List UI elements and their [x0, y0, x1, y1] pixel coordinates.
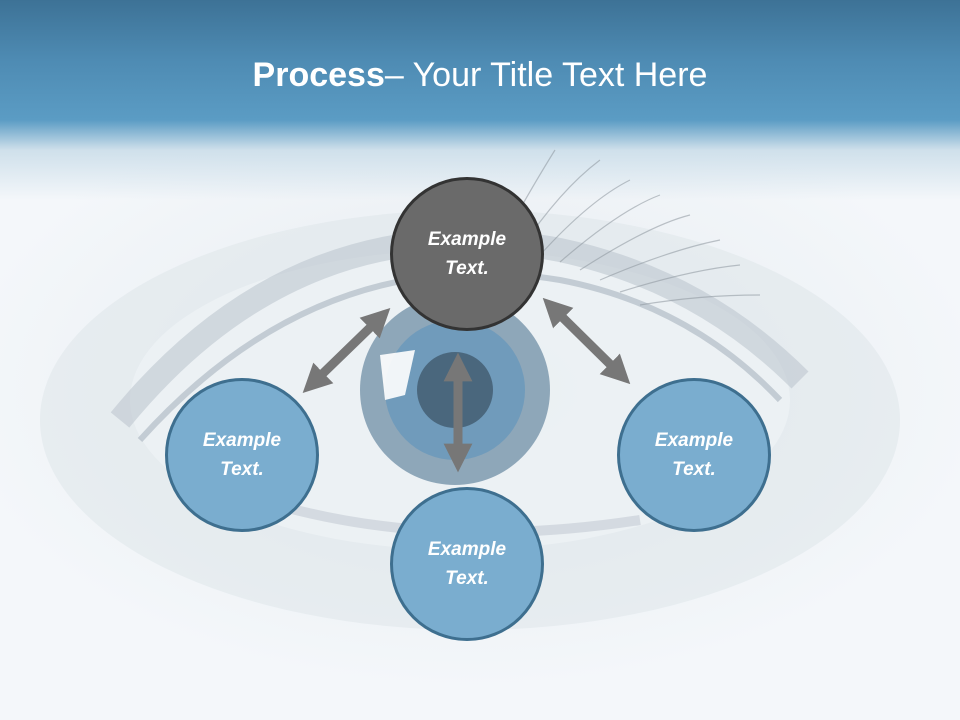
node-text-line2: Text.: [445, 258, 489, 279]
node-text-line2: Text.: [672, 459, 716, 480]
process-node-left: Example Text.: [165, 378, 319, 532]
node-text-line1: Example: [654, 430, 734, 451]
node-text-line2: Text.: [445, 568, 489, 589]
node-text-line1: Example: [427, 539, 507, 560]
left-double-arrow: [302, 307, 391, 394]
process-node-bottom: Example Text.: [390, 487, 544, 641]
right-double-arrow: [542, 297, 631, 385]
title-bold-part: Process: [252, 55, 385, 94]
node-text-line1: Example: [202, 430, 282, 451]
title-rest-part: – Your Title Text Here: [384, 55, 708, 94]
slide-title: Process – Your Title Text Here: [0, 40, 960, 110]
node-text-line1: Example: [427, 229, 507, 250]
node-text-line2: Text.: [220, 459, 264, 480]
process-node-right: Example Text.: [617, 378, 771, 532]
process-node-top: Example Text.: [390, 177, 544, 331]
